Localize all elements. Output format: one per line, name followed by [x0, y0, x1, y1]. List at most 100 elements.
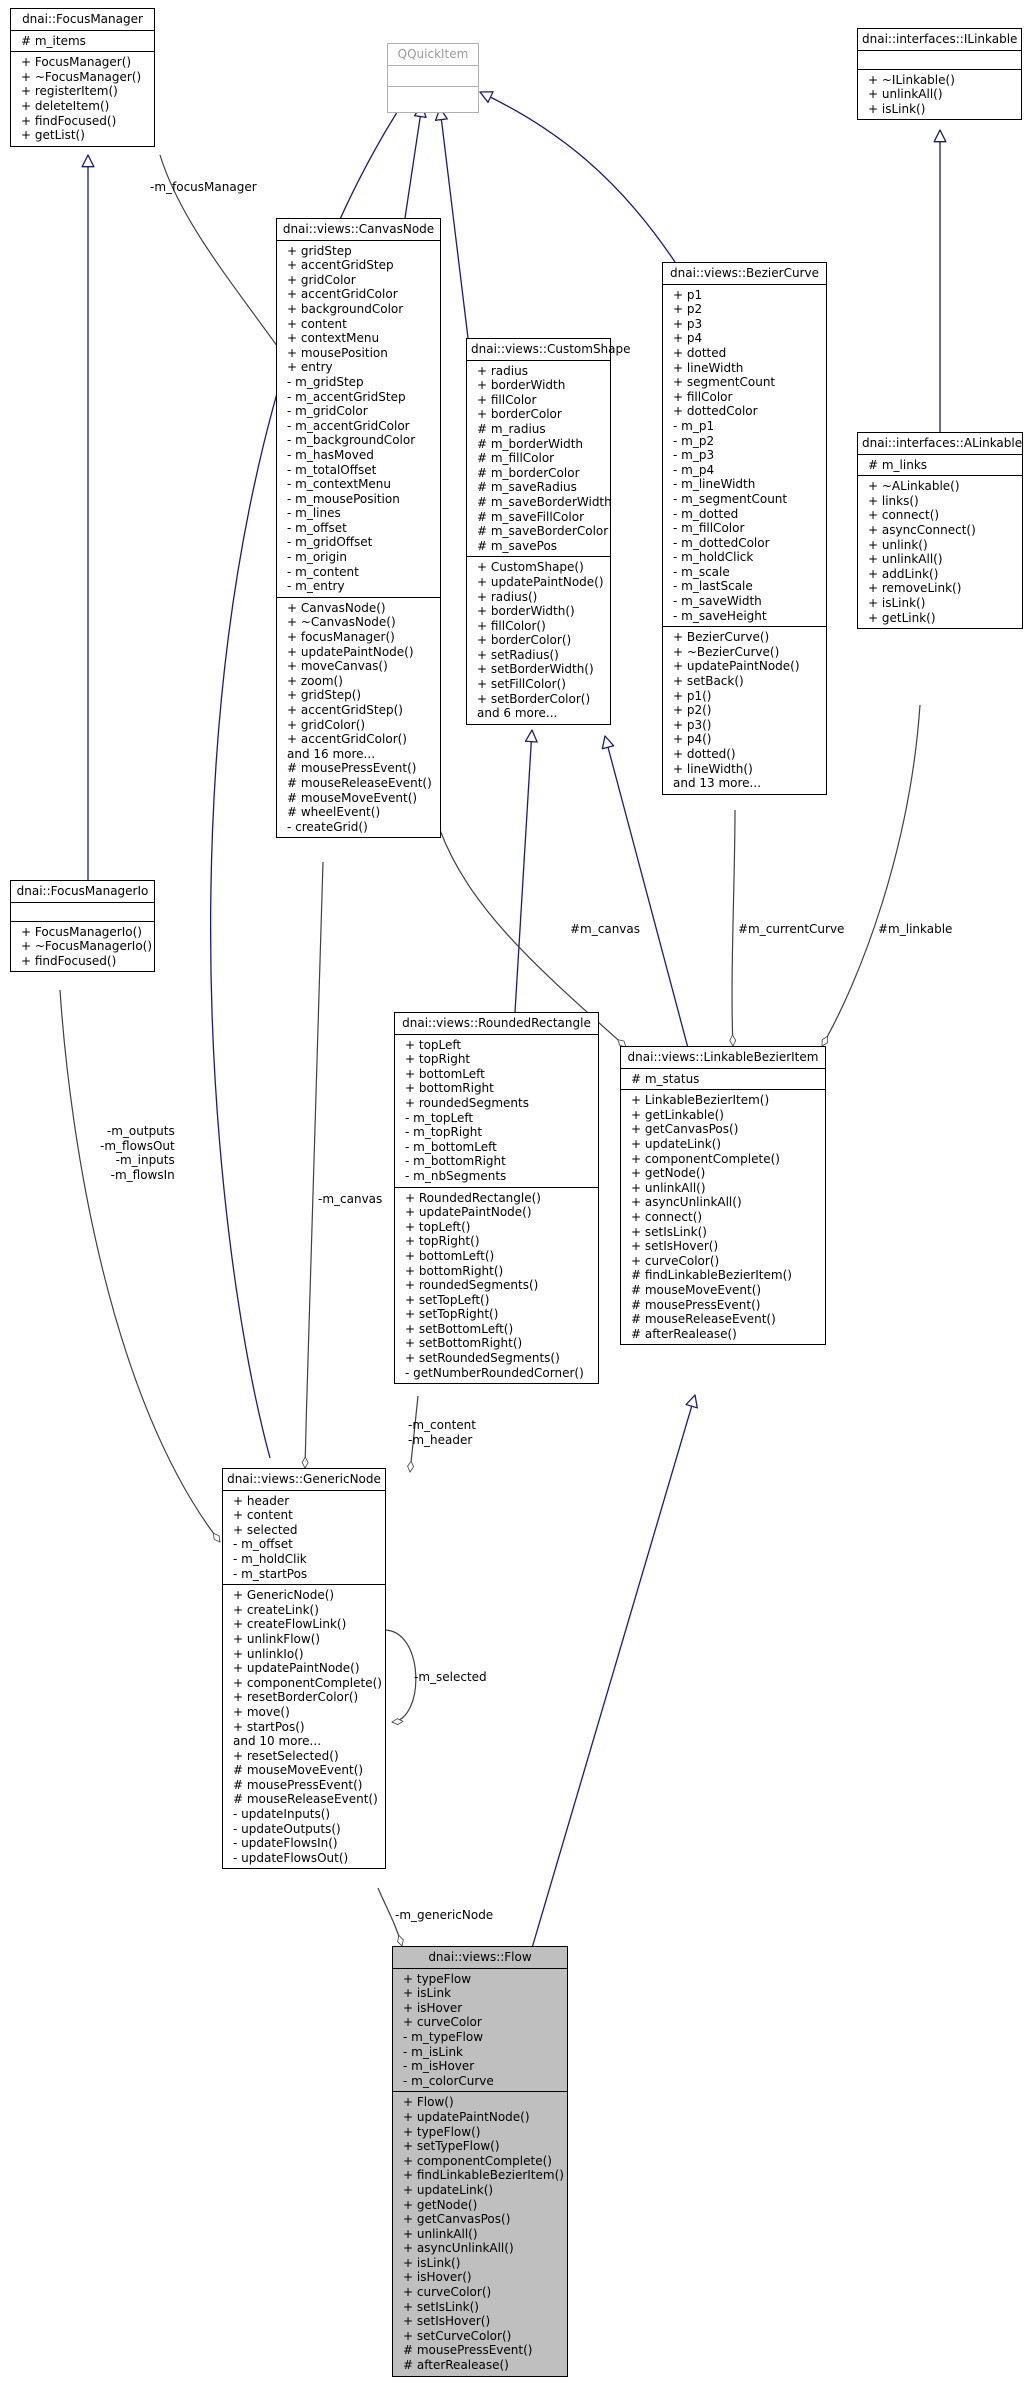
- attribute: + entry: [287, 360, 333, 375]
- class-custom-shape: dnai::views::CustomShape + radius + bord…: [466, 338, 631, 725]
- attribute: + backgroundColor: [287, 301, 404, 316]
- attribute: + topRight: [405, 1052, 471, 1067]
- method: + setBottomRight(): [405, 1336, 523, 1351]
- method: + setIsHover(): [403, 2314, 491, 2329]
- class-name: dnai::FocusManager: [11, 9, 154, 31]
- method: + topRight(): [405, 1234, 480, 1249]
- attribute: - m_dottedColor: [673, 535, 770, 550]
- method: + componentComplete(): [403, 2153, 552, 2168]
- method: + Flow(): [403, 2095, 454, 2110]
- method: + setTypeFlow(): [403, 2139, 500, 2154]
- method: + updateLink(): [403, 2182, 494, 2197]
- class-generic-node: dnai::views::GenericNode + header + cont…: [222, 1468, 386, 1870]
- attribute: - m_topRight: [405, 1125, 483, 1140]
- method: + updatePaintNode(): [233, 1661, 360, 1676]
- method: + p3(): [673, 717, 712, 732]
- method: + ~ILinkable(): [868, 72, 955, 87]
- method: # mouseReleaseEvent(): [233, 1792, 378, 1807]
- attribute: - m_gridStep: [287, 374, 364, 389]
- attribute: + borderColor: [477, 407, 562, 422]
- method: + FocusManager(): [21, 55, 132, 70]
- inherit-flow-linkablebezieritem: [531, 1395, 695, 1949]
- method: + setTopLeft(): [405, 1292, 490, 1307]
- method: # afterRealease(): [631, 1326, 737, 1341]
- attribute: + contextMenu: [287, 331, 380, 346]
- attribute: + isHover: [403, 2000, 463, 2015]
- method: and 16 more...: [287, 746, 376, 761]
- attribute: + content: [233, 1508, 293, 1523]
- methods-section: + LinkableBezierItem() + getLinkable() +…: [621, 1090, 825, 1344]
- assoc-linkablebezieritem-alinkable: [821, 704, 921, 1046]
- method: + topLeft(): [405, 1219, 471, 1234]
- method: + findFocused(): [21, 953, 117, 968]
- attribute: # m_fillColor: [477, 451, 555, 466]
- attribute: + fillColor: [673, 389, 733, 404]
- attribute: + topLeft: [405, 1037, 462, 1052]
- attribute: - m_nbSegments: [405, 1168, 507, 1183]
- method: # mouseMoveEvent(): [233, 1763, 364, 1778]
- class-focus-manager: dnai::FocusManager # m_items + FocusMana…: [10, 8, 155, 147]
- method: # mousePressEvent(): [403, 2343, 533, 2358]
- attribute: + bottomLeft: [405, 1066, 485, 1081]
- method: + radius(): [477, 589, 538, 604]
- method: + getNode(): [403, 2197, 478, 2212]
- attribute: - m_content: [287, 564, 359, 579]
- method: # mouseMoveEvent(): [631, 1282, 762, 1297]
- attribute: + header: [233, 1493, 290, 1508]
- attribute: + typeFlow: [403, 1971, 472, 1986]
- attribute: - m_origin: [287, 550, 347, 565]
- attribute: # m_saveBorderWidth: [477, 494, 612, 509]
- method: + setIsLink(): [631, 1224, 707, 1239]
- method: + createLink(): [233, 1602, 319, 1617]
- method: + registerItem(): [21, 84, 118, 99]
- edge-label-generic-node: -m_genericNode: [395, 1908, 494, 1922]
- attributes-section: + radius + borderWidth + fillColor + bor…: [467, 361, 612, 558]
- method: + isLink(): [868, 595, 926, 610]
- method: + updatePaintNode(): [477, 574, 604, 589]
- attribute: - m_accentGridStep: [287, 389, 406, 404]
- attribute: + fillColor: [477, 392, 537, 407]
- attribute: + segmentCount: [673, 375, 776, 390]
- method: # afterRealease(): [403, 2358, 509, 2373]
- method: + gridStep(): [287, 688, 362, 703]
- attribute: + dottedColor: [673, 404, 758, 419]
- attribute: - m_offset: [233, 1537, 293, 1552]
- method: + asyncUnlinkAll(): [631, 1195, 742, 1210]
- method: + unlinkIo(): [233, 1646, 304, 1661]
- attribute: # m_links: [868, 457, 928, 472]
- attribute: - m_p3: [673, 448, 715, 463]
- attribute: + roundedSegments: [405, 1095, 529, 1110]
- edge-label-flows-out: -m_flowsOut: [100, 1138, 175, 1153]
- methods-section: + CanvasNode() + ~CanvasNode() + focusMa…: [277, 598, 440, 838]
- attributes-section: + topLeft + topRight + bottomLeft + bott…: [395, 1035, 598, 1188]
- method: # findLinkableBezierItem(): [631, 1268, 792, 1283]
- attribute: - m_saveWidth: [673, 594, 762, 609]
- assoc-genericnode-canvasnode: [305, 861, 324, 1468]
- attribute: + p2: [673, 302, 703, 317]
- method: # mouseReleaseEvent(): [631, 1312, 776, 1327]
- method: + setRadius(): [477, 647, 559, 662]
- class-name: dnai::FocusManagerIo: [11, 881, 154, 903]
- method: + updatePaintNode(): [405, 1205, 532, 1220]
- class-flow: dnai::views::Flow + typeFlow + isLink + …: [392, 1946, 568, 2377]
- assoc-canvasnode-focusmanager: [159, 154, 281, 351]
- class-name: dnai::views::CanvasNode: [277, 219, 440, 241]
- class-name: dnai::views::GenericNode: [223, 1469, 385, 1491]
- method: + getCanvasPos(): [403, 2212, 511, 2227]
- attributes-section: + p1 + p2 + p3 + p4 + dotted + lineWidth…: [663, 285, 826, 628]
- method: + GenericNode(): [233, 1588, 335, 1603]
- method: - updateFlowsOut(): [233, 1850, 349, 1865]
- method: + deleteItem(): [21, 98, 110, 113]
- attribute: - m_p1: [673, 418, 715, 433]
- method: + LinkableBezierItem(): [631, 1093, 770, 1108]
- attribute: - m_totalOffset: [287, 462, 377, 477]
- attribute: - m_entry: [287, 579, 345, 594]
- method: - updateOutputs(): [233, 1821, 341, 1836]
- inherit-beziercurve-qquickitem: [480, 92, 676, 263]
- class-alinkable: dnai::interfaces::ALinkable # m_links + …: [857, 432, 1023, 630]
- methods-section: [388, 87, 478, 107]
- class-name: dnai::interfaces::ILinkable: [858, 29, 1021, 51]
- class-focus-manager-io: dnai::FocusManagerIo + FocusManagerIo() …: [10, 880, 155, 973]
- attribute: # m_borderColor: [477, 465, 580, 480]
